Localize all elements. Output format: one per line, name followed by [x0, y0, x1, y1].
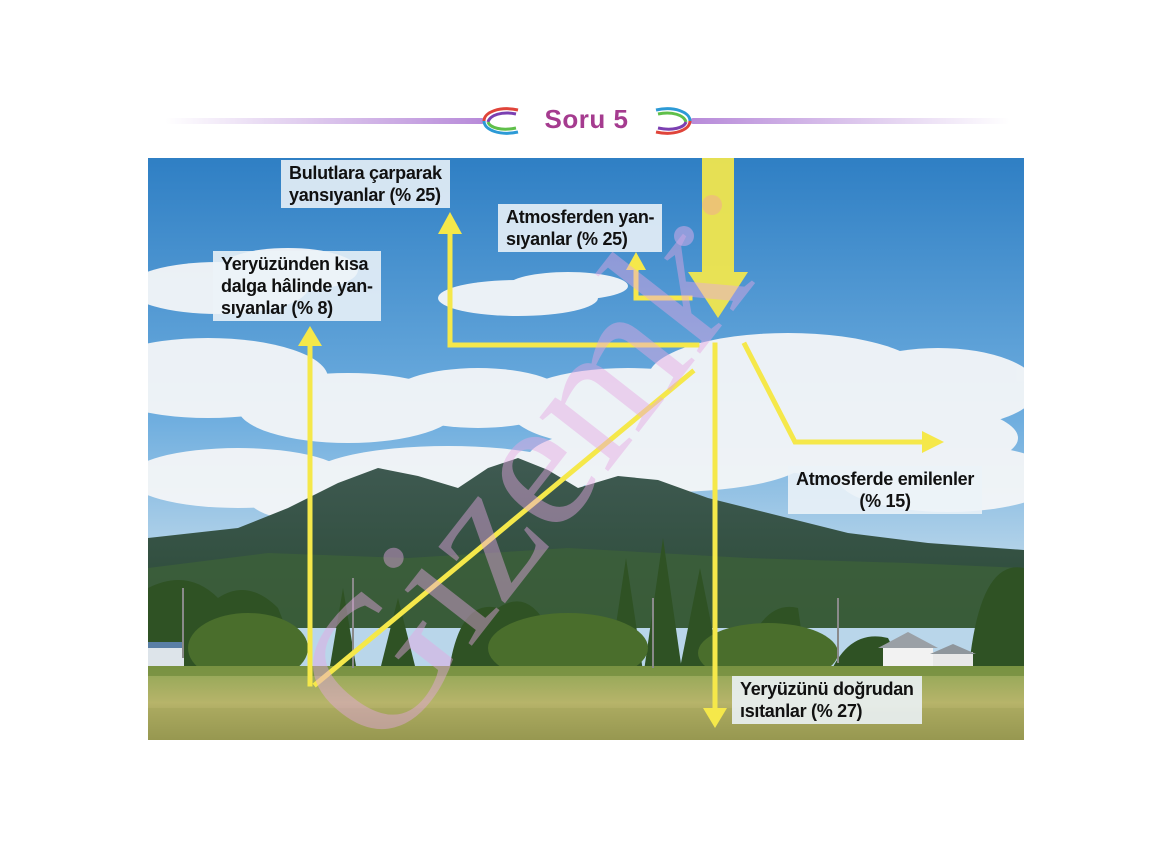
label-line: dalga hâlinde yan- [221, 276, 373, 296]
label-line: sıyanlar (% 8) [221, 298, 333, 318]
label-line: sıyanlar (% 25) [506, 229, 628, 249]
label-line: Yeryüzünü doğrudan [740, 679, 914, 699]
swirl-left-icon [482, 107, 519, 135]
label-line: yansıyanlar (% 25) [289, 185, 441, 205]
swirl-right-icon [655, 107, 692, 135]
label-atmosphere-reflection: Atmosferden yan- sıyanlar (% 25) [498, 204, 663, 252]
page-title: Soru 5 [544, 104, 629, 134]
label-absorbed: Atmosferde emilenler (% 15) [788, 466, 983, 514]
label-line: ısıtanlar (% 27) [740, 701, 863, 721]
label-cloud-reflection: Bulutlara çarparak yansıyanlar (% 25) [281, 160, 450, 208]
label-line: Bulutlara çarparak [289, 163, 442, 183]
header-divider-right [690, 118, 1010, 124]
label-line: Atmosferden yan- [506, 207, 655, 227]
label-line: Atmosferde emilenler [796, 469, 975, 489]
label-line: Yeryüzünden kısa [221, 254, 369, 274]
label-ground-reflection: Yeryüzünden kısa dalga hâlinde yan- sıya… [213, 251, 381, 321]
label-ground-heating: Yeryüzünü doğrudan ısıtanlar (% 27) [732, 676, 922, 724]
header-divider-left [165, 118, 485, 124]
label-line: (% 15) [859, 491, 911, 511]
